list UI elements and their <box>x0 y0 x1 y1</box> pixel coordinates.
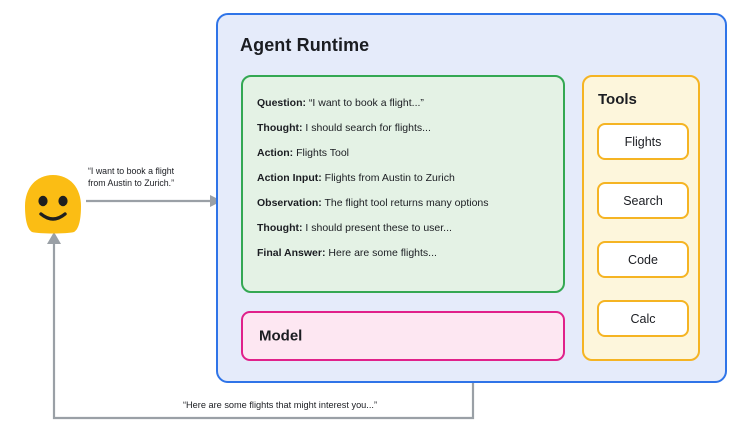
trace-key: Thought: <box>257 122 303 134</box>
trace-key: Action Input: <box>257 172 322 184</box>
trace-key: Observation: <box>257 197 322 209</box>
trace-key: Action: <box>257 147 294 159</box>
trace-line: Observation: The flight tool returns man… <box>257 191 549 216</box>
response-return-arrow <box>47 232 475 420</box>
trace-value: Here are some flights... <box>328 247 437 259</box>
react-trace-box: Question: “I want to book a flight...” T… <box>241 75 565 293</box>
trace-key: Final Answer: <box>257 247 326 259</box>
trace-line: Action Input: Flights from Austin to Zur… <box>257 166 549 191</box>
trace-value: “I want to book a flight...” <box>308 97 424 109</box>
response-caption: “Here are some flights that might intere… <box>182 400 378 410</box>
trace-key: Question: <box>257 97 306 109</box>
tool-button-calc[interactable]: Calc <box>597 300 689 337</box>
trace-line: Final Answer: Here are some flights... <box>257 241 549 266</box>
tool-list: Flights Search Code Calc <box>597 123 689 337</box>
model-box: Model <box>241 311 565 361</box>
smiley-face-avatar <box>25 175 81 234</box>
request-caption-line-1: “I want to book a flight <box>88 166 175 176</box>
trace-value: I should present these to user... <box>305 222 452 234</box>
trace-key: Thought: <box>257 222 303 234</box>
tools-panel-title: Tools <box>598 91 637 108</box>
agent-runtime-title: Agent Runtime <box>240 35 370 55</box>
trace-value: The flight tool returns many options <box>324 197 489 209</box>
trace-line: Thought: I should present these to user.… <box>257 216 549 241</box>
trace-value: Flights from Austin to Zurich <box>324 172 455 184</box>
trace-value: Flights Tool <box>296 147 350 159</box>
tool-button-search[interactable]: Search <box>597 182 689 219</box>
trace-value: I should search for flights... <box>305 122 431 134</box>
tool-button-flights[interactable]: Flights <box>597 123 689 160</box>
tools-panel: Tools Flights Search Code Calc <box>582 75 700 361</box>
trace-line: Action: Flights Tool <box>257 141 549 166</box>
trace-line: Thought: I should search for flights... <box>257 116 549 141</box>
request-caption-line-2: from Austin to Zurich.” <box>88 178 175 188</box>
tool-button-code[interactable]: Code <box>597 241 689 278</box>
request-arrow <box>86 195 222 207</box>
model-label: Model <box>259 327 303 345</box>
request-caption: “I want to book a flight from Austin to … <box>88 165 228 189</box>
agent-runtime-container: Agent Runtime Question: “I want to book … <box>216 13 727 383</box>
trace-line: Question: “I want to book a flight...” <box>257 91 549 116</box>
